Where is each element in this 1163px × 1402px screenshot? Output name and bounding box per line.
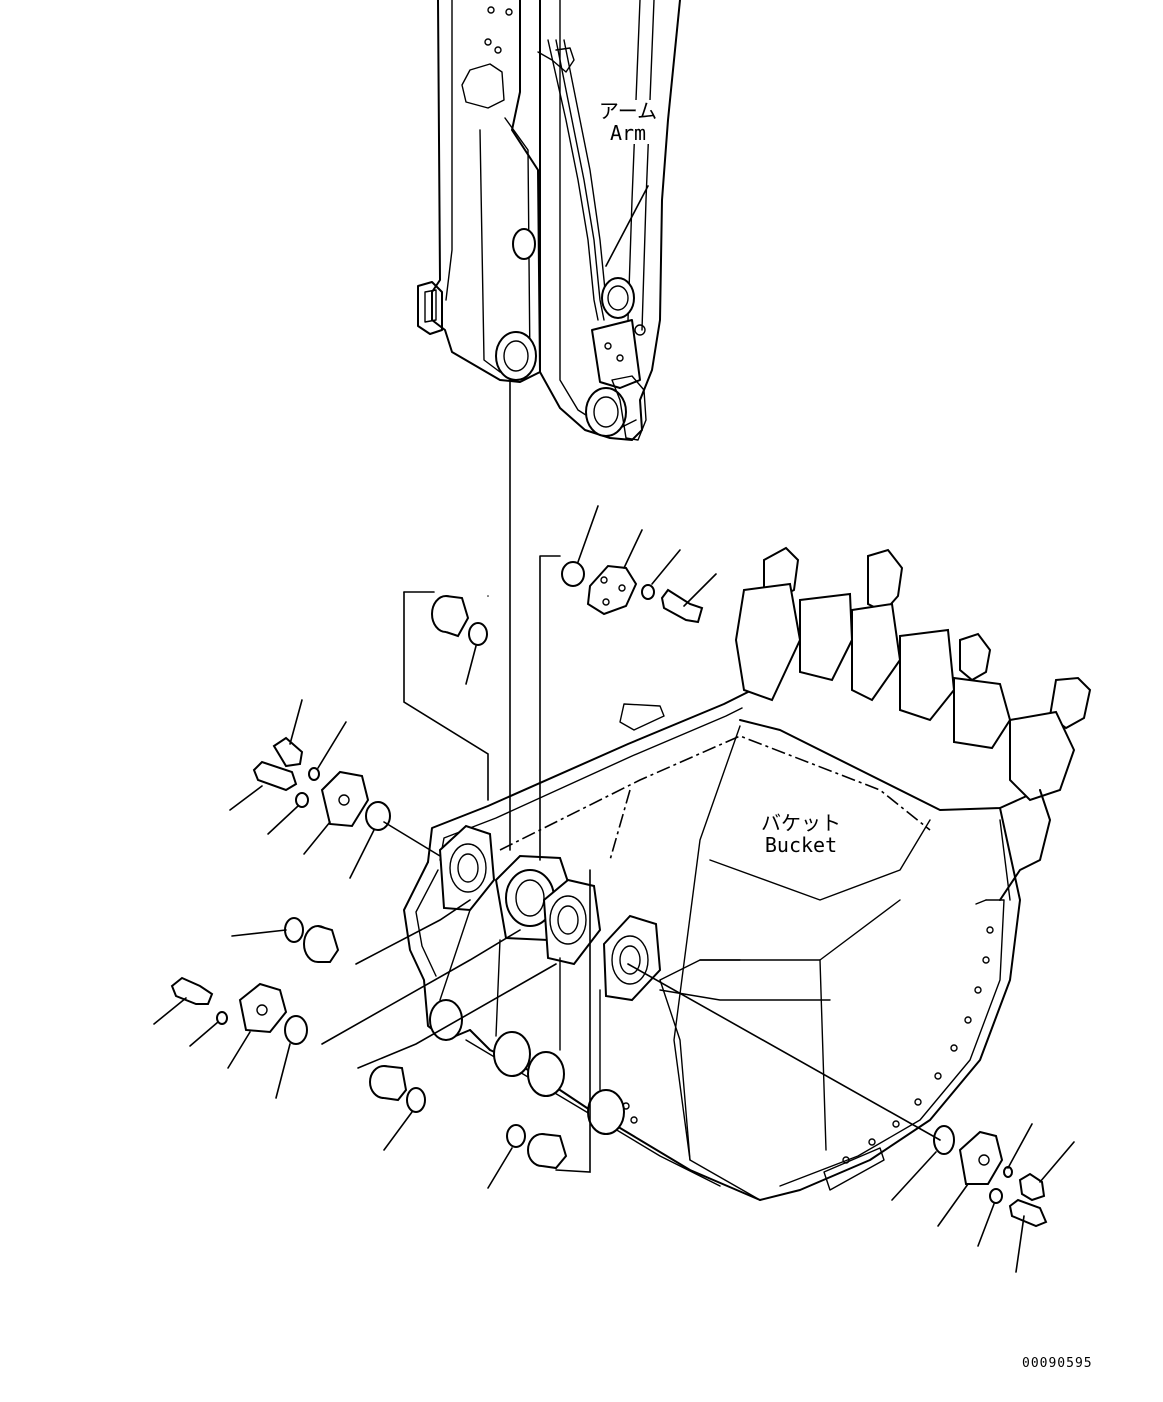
bucket-label-jp: バケット — [761, 811, 841, 835]
bucket-label: バケット Bucket — [756, 812, 846, 856]
leader-lines — [153, 379, 1075, 1273]
document-number: 00090595 — [1022, 1356, 1093, 1371]
arm-label-jp: アーム — [598, 99, 658, 123]
arm-label: アーム Arm — [596, 100, 660, 144]
arm-assembly — [417, 0, 681, 441]
bucket-assembly — [403, 546, 1092, 1201]
pin-and-bolt-parts — [170, 561, 1048, 1228]
bucket-label-en: Bucket — [764, 833, 838, 857]
arm-label-en: Arm — [609, 121, 647, 145]
